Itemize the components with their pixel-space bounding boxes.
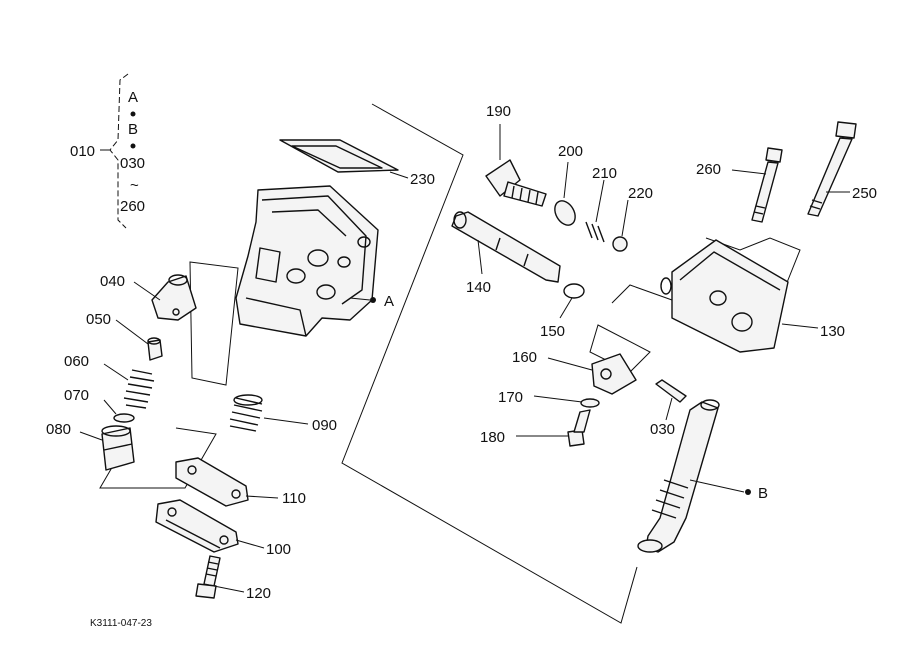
leader-210 bbox=[595, 179, 605, 223]
callout-220: 220 bbox=[628, 185, 653, 202]
callout-ref-a: A bbox=[384, 293, 394, 310]
leader-080 bbox=[79, 431, 103, 441]
callout-ref-b: B bbox=[758, 485, 768, 502]
pin-050 bbox=[147, 337, 163, 361]
legend-dot-2 bbox=[130, 143, 136, 149]
callout-200: 200 bbox=[558, 143, 583, 160]
legend-line-3: 030 bbox=[120, 155, 145, 172]
callout-040: 040 bbox=[100, 273, 125, 290]
leader-060 bbox=[103, 363, 129, 381]
leader-120 bbox=[213, 585, 245, 593]
callout-170: 170 bbox=[498, 389, 523, 406]
leader-130 bbox=[781, 323, 819, 329]
callout-030: 030 bbox=[650, 421, 675, 438]
leader-050 bbox=[115, 319, 149, 345]
leader-100 bbox=[235, 539, 265, 549]
callout-230: 230 bbox=[410, 171, 435, 188]
left-subassembly-frame bbox=[189, 261, 239, 386]
lower-left-frame bbox=[99, 427, 217, 489]
callout-110: 110 bbox=[282, 490, 306, 507]
legend-line-4: ~ bbox=[130, 177, 139, 194]
ref-dot-a bbox=[370, 297, 376, 303]
legend-line-2: B bbox=[128, 121, 138, 138]
leader-260 bbox=[731, 169, 767, 175]
leader-b bbox=[689, 479, 745, 493]
bolt-120 bbox=[195, 555, 221, 599]
leader-150 bbox=[559, 297, 573, 319]
leader-170 bbox=[533, 395, 583, 403]
leader-230 bbox=[389, 171, 409, 179]
washer-200 bbox=[554, 200, 576, 226]
plug-190 bbox=[485, 159, 547, 207]
legend-line-5: 260 bbox=[120, 198, 145, 215]
connect-line-140 bbox=[611, 284, 673, 304]
bolt-250 bbox=[807, 121, 857, 217]
o-ring-150 bbox=[563, 283, 585, 299]
drawing-code: K3111-047-23 bbox=[90, 618, 152, 629]
callout-210: 210 bbox=[592, 165, 617, 182]
ref-dot-b bbox=[745, 489, 751, 495]
callout-060: 060 bbox=[64, 353, 89, 370]
callout-090: 090 bbox=[312, 417, 337, 434]
valve-cover-130 bbox=[660, 239, 789, 353]
plate-110 bbox=[175, 457, 249, 507]
leader-140 bbox=[477, 239, 483, 275]
callout-250: 250 bbox=[852, 185, 877, 202]
callout-160: 160 bbox=[512, 349, 537, 366]
callout-190: 190 bbox=[486, 103, 511, 120]
callout-050: 050 bbox=[86, 311, 111, 328]
legend-line-1: A bbox=[128, 89, 138, 106]
callout-260: 260 bbox=[696, 161, 721, 178]
lever-160 bbox=[591, 353, 637, 395]
legend-dot-1 bbox=[130, 111, 136, 117]
leader-220 bbox=[621, 199, 629, 237]
leader-160 bbox=[547, 357, 593, 371]
spring-060 bbox=[123, 369, 155, 409]
callout-120: 120 bbox=[246, 585, 271, 602]
washer-070 bbox=[113, 413, 135, 423]
pin-030 bbox=[655, 379, 687, 403]
leader-a bbox=[349, 297, 371, 301]
callout-150: 150 bbox=[540, 323, 565, 340]
washer-170 bbox=[580, 398, 600, 408]
bolt-260 bbox=[751, 147, 783, 223]
spring-210 bbox=[585, 221, 605, 243]
spool-140 bbox=[451, 211, 561, 283]
ball-220 bbox=[612, 236, 628, 252]
callout-180: 180 bbox=[480, 429, 505, 446]
valve-body-a bbox=[235, 185, 379, 337]
callout-080: 080 bbox=[46, 421, 71, 438]
sleeve-040 bbox=[151, 274, 197, 321]
callout-130: 130 bbox=[820, 323, 845, 340]
legend-group: 010 A B 030 ~ 260 bbox=[70, 73, 145, 229]
leader-200 bbox=[563, 161, 569, 199]
callout-100: 100 bbox=[266, 541, 291, 558]
legend-prefix: 010 bbox=[70, 143, 95, 160]
main-assembly-frame bbox=[341, 103, 638, 624]
spring-090 bbox=[229, 394, 263, 432]
leader-070 bbox=[103, 399, 117, 415]
shaft-b bbox=[637, 399, 720, 553]
right-upper-frame bbox=[705, 237, 801, 291]
cap-080 bbox=[101, 425, 135, 471]
leader-110 bbox=[245, 495, 279, 499]
gasket-230 bbox=[279, 139, 399, 173]
leader-090 bbox=[263, 417, 309, 425]
callout-140: 140 bbox=[466, 279, 491, 296]
callout-070: 070 bbox=[64, 387, 89, 404]
bolt-180 bbox=[567, 409, 591, 447]
leader-030 bbox=[665, 397, 673, 421]
cover-100 bbox=[155, 499, 239, 553]
leader-040 bbox=[133, 281, 161, 301]
